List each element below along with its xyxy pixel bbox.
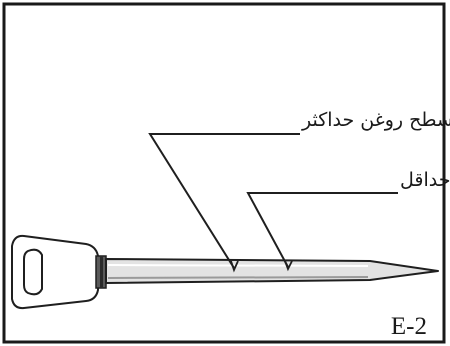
min-level-label: سطح روغن حداقل <box>400 169 450 191</box>
figure-frame <box>2 2 446 344</box>
max-level-label: سطح روغن حداکثر <box>301 109 450 131</box>
dipstick-shaft <box>105 258 439 284</box>
min-level-leader <box>246 192 398 268</box>
max-level-leader <box>148 133 300 269</box>
dipstick-collar <box>95 255 107 289</box>
figure-id: E-2 <box>391 313 427 340</box>
dipstick-handle <box>11 234 99 310</box>
